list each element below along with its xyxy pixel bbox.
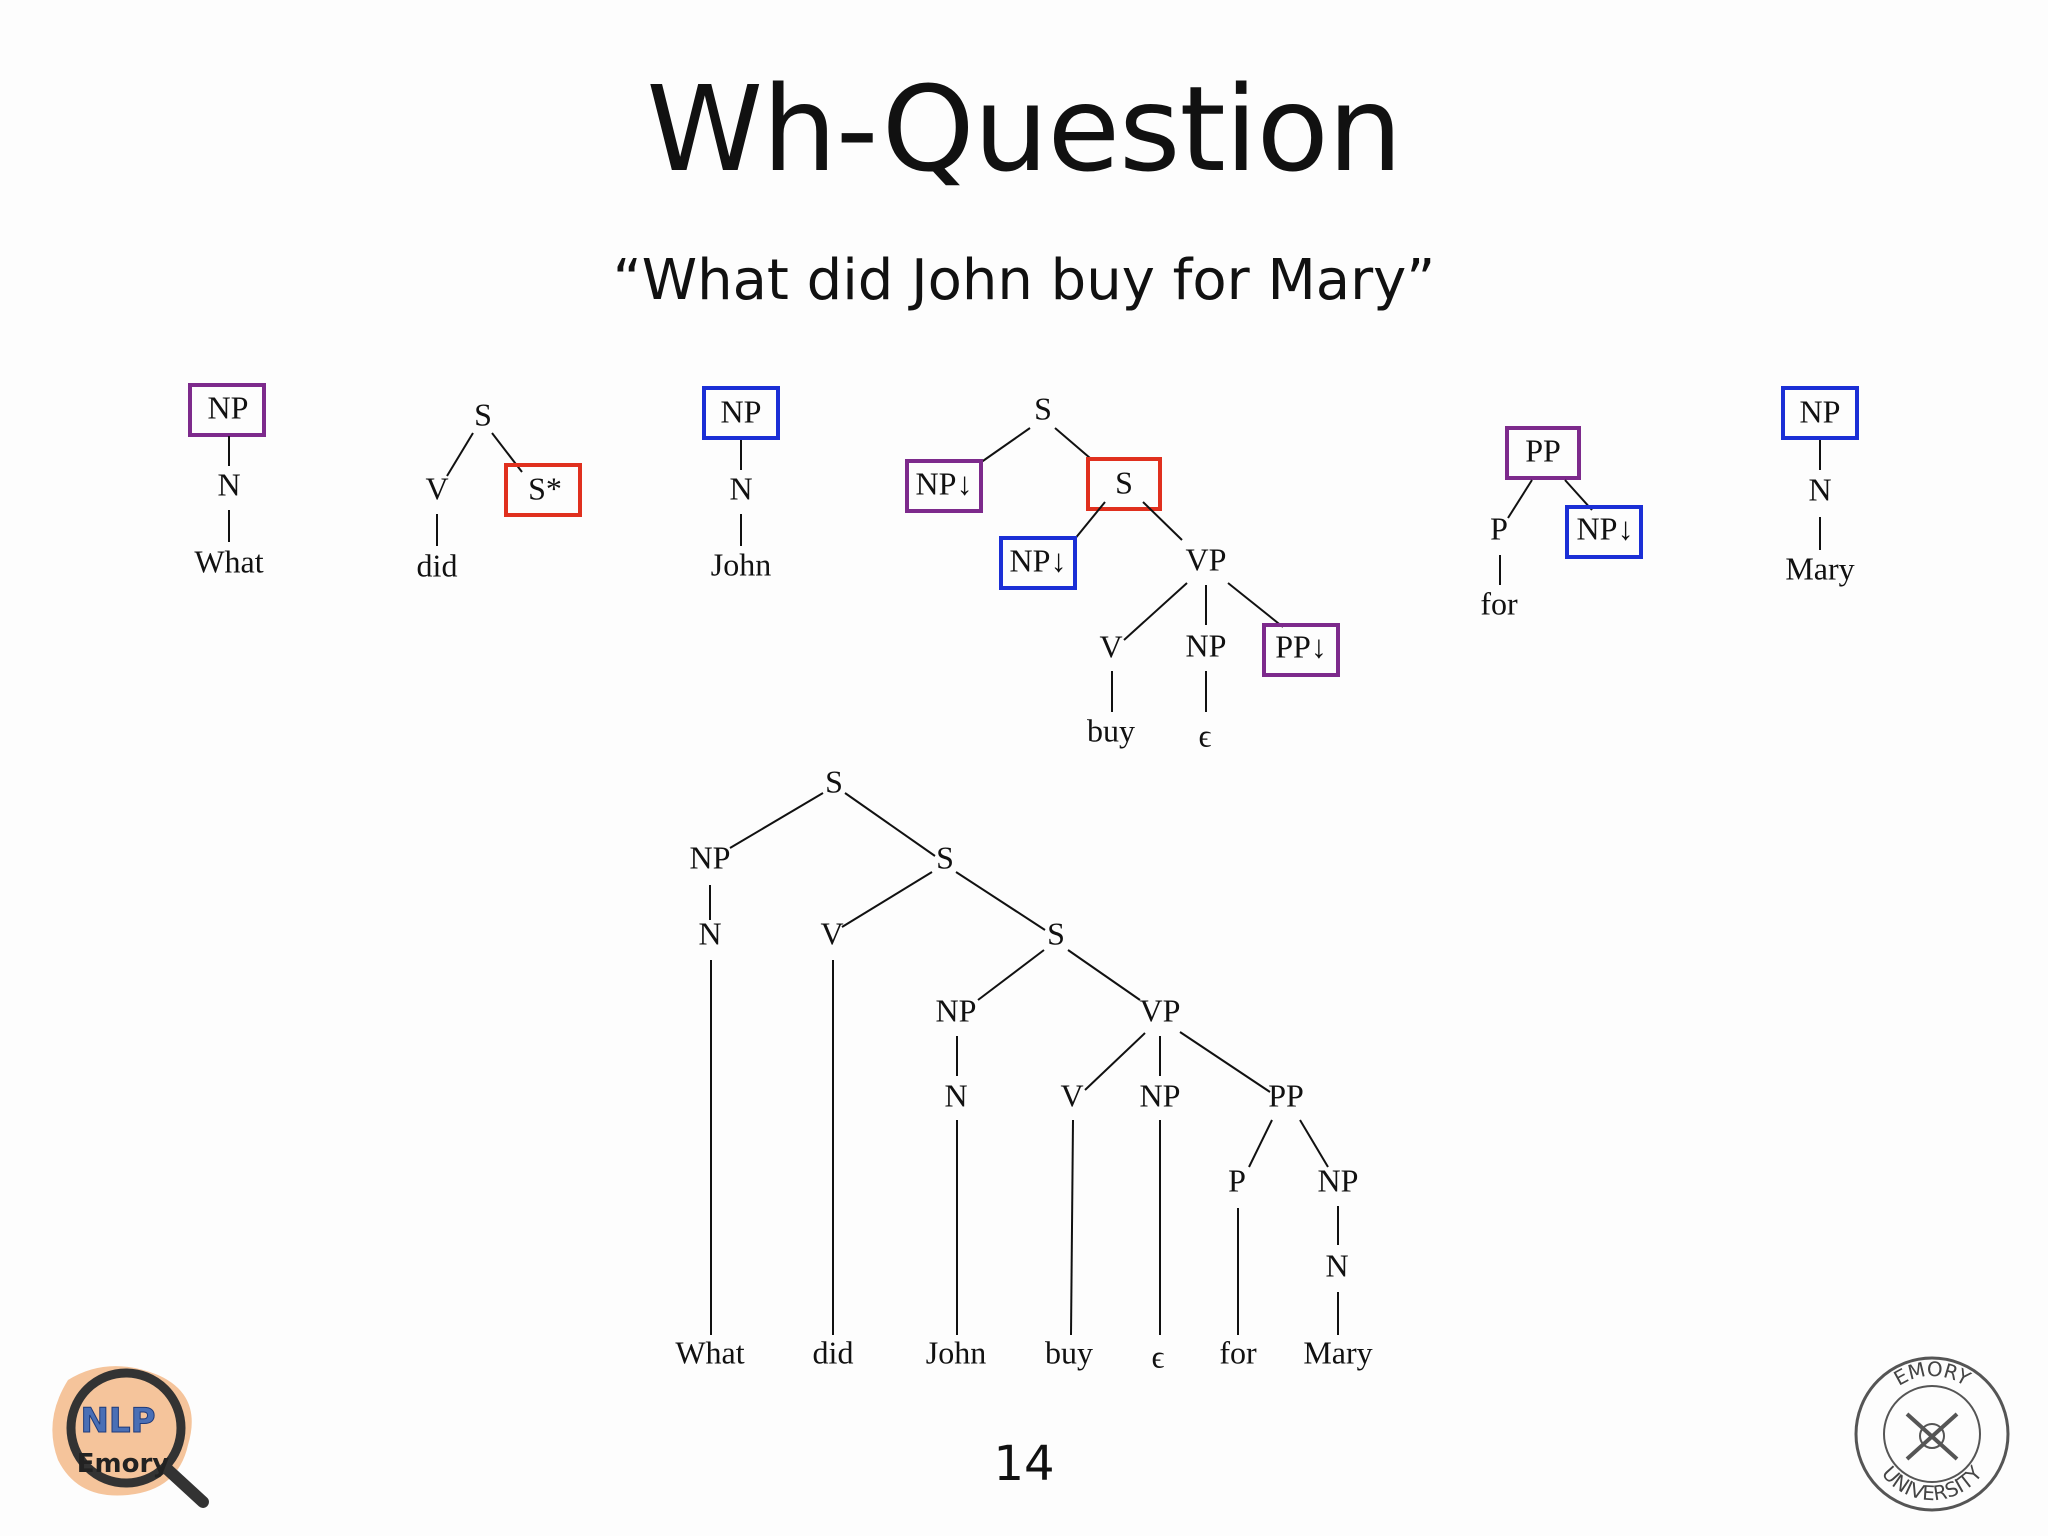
derived-np-mary: NP [1318,1162,1359,1198]
derived-np-what: NP [690,839,731,875]
buy-pp-label: PP↓ [1275,628,1327,664]
buy-edge-vp-pp [1227,582,1284,628]
logo-magnifier-handle [160,1462,209,1508]
elementary-tree-buy: S NP↓ S NP↓ VP V NP PP↓ buy ϵ [905,390,1340,753]
elementary-tree-john: NP N John [702,386,780,582]
derived-tree: S NP S N V S NP VP N V NP PP P NP N [675,763,1372,1374]
john-np-label: NP [721,393,762,429]
derived-v-did: V [820,915,843,951]
buy-vp-label: VP [1186,541,1227,577]
derived-s3: S [1047,915,1065,951]
mary-n-label: N [1808,471,1831,507]
buy-np2-label: NP↓ [1010,542,1067,578]
elementary-tree-for: PP P NP↓ for [1480,426,1643,621]
mary-np-box [1781,386,1859,440]
did-s-label: S [474,396,492,432]
buy-leaf-buy: buy [1087,712,1135,748]
buy-np2-box [999,536,1077,590]
did-leaf: did [417,547,458,583]
mary-leaf: Mary [1785,550,1854,586]
derived-n-what: N [698,915,721,951]
buy-inner-s-box [1086,457,1162,511]
derived-n-john: N [944,1077,967,1113]
buy-inner-s-label: S [1115,464,1133,500]
buy-s-root-label: S [1034,390,1052,426]
derived-leaf-mary: Mary [1303,1334,1372,1370]
logo-magnifier-ring [66,1368,186,1488]
buy-edge-s-s [1054,427,1091,459]
derived-s1: S [825,763,843,799]
buy-edge-vp-v [1123,582,1188,641]
derived-leaf-john: John [926,1334,986,1370]
for-leaf: for [1480,585,1518,621]
john-leaf: John [711,546,771,582]
for-p-label: P [1490,510,1508,546]
buy-np-label: NP [1186,627,1227,663]
for-np-label: NP↓ [1577,510,1634,546]
buy-edge-s-vp [1142,501,1183,541]
derived-edge-s1-np [729,792,824,849]
derived-leaf-did: did [813,1334,854,1370]
buy-edge-s-np2 [1073,501,1106,541]
derived-np-eps: NP [1140,1077,1181,1113]
logo-nlp-text: NLP [80,1401,155,1441]
elementary-tree-what: NP N What [188,383,266,579]
logo-emory-text: Emory [77,1449,170,1479]
buy-np1-box [905,459,983,513]
derived-v-buy: V [1060,1077,1083,1113]
derived-np-john: NP [936,992,977,1028]
what-leaf: What [194,543,263,579]
did-v-label: V [425,470,448,506]
slide-title: Wh-Question [646,60,1402,198]
buy-leaf-eps: ϵ [1199,717,1212,753]
what-n-label: N [217,466,240,502]
emory-university-seal: EMORY UNIVERSITY [1854,1356,2010,1512]
seal-outer-ring [1854,1356,2010,1512]
derived-s2: S [936,839,954,875]
john-np-box [702,386,780,440]
mary-np-label: NP [1800,393,1841,429]
derived-edge-vp-pp [1179,1031,1271,1093]
derived-edge-pp-p [1248,1119,1273,1168]
what-np-box [188,383,266,437]
seal-inner-ring [1883,1385,1981,1483]
buy-np1-label: NP↓ [916,465,973,501]
john-n-label: N [729,470,752,506]
for-pp-label: PP [1525,432,1561,468]
derived-edge-buy-leaf [1070,1119,1074,1336]
did-foot-label: S* [528,470,562,506]
seal-torch-2 [1905,1412,1959,1461]
for-pp-box [1505,426,1581,480]
derived-edge-s2-v [841,871,933,928]
derived-leaf-buy: buy [1045,1334,1093,1370]
slide-subtitle: “What did John buy for Mary” [612,248,1436,313]
derived-edge-vp-v [1084,1032,1146,1091]
derived-edge-s1-s2 [844,792,936,857]
derived-edge-s2-s3 [955,871,1046,931]
derived-leaf-what: What [675,1334,744,1370]
nlp-emory-logo: NLP Emory [52,1366,209,1508]
derived-pp: PP [1268,1077,1304,1113]
derived-leaf-eps: ϵ [1152,1338,1165,1374]
derived-edge-s3-np [977,949,1045,1001]
derived-edge-pp-np [1299,1119,1329,1168]
what-np-label: NP [208,389,249,425]
derived-leaf-for: for [1219,1334,1257,1370]
page-number: 14 [993,1436,1055,1492]
elementary-tree-did: S V S* did [417,396,582,583]
for-np-box [1565,505,1643,559]
seal-center-emblem [1919,1423,1945,1449]
buy-pp-box [1262,623,1340,677]
did-edge-left [446,432,474,477]
did-foot-box [504,463,582,517]
derived-n-mary: N [1325,1247,1348,1283]
buy-v-label: V [1099,628,1122,664]
derived-vp: VP [1140,992,1181,1028]
elementary-tree-mary: NP N Mary [1781,386,1859,586]
for-edge-pp-p [1507,479,1533,519]
derived-p-for: P [1228,1162,1246,1198]
buy-edge-s-np [979,427,1031,464]
derived-edge-s3-vp [1067,949,1141,1001]
